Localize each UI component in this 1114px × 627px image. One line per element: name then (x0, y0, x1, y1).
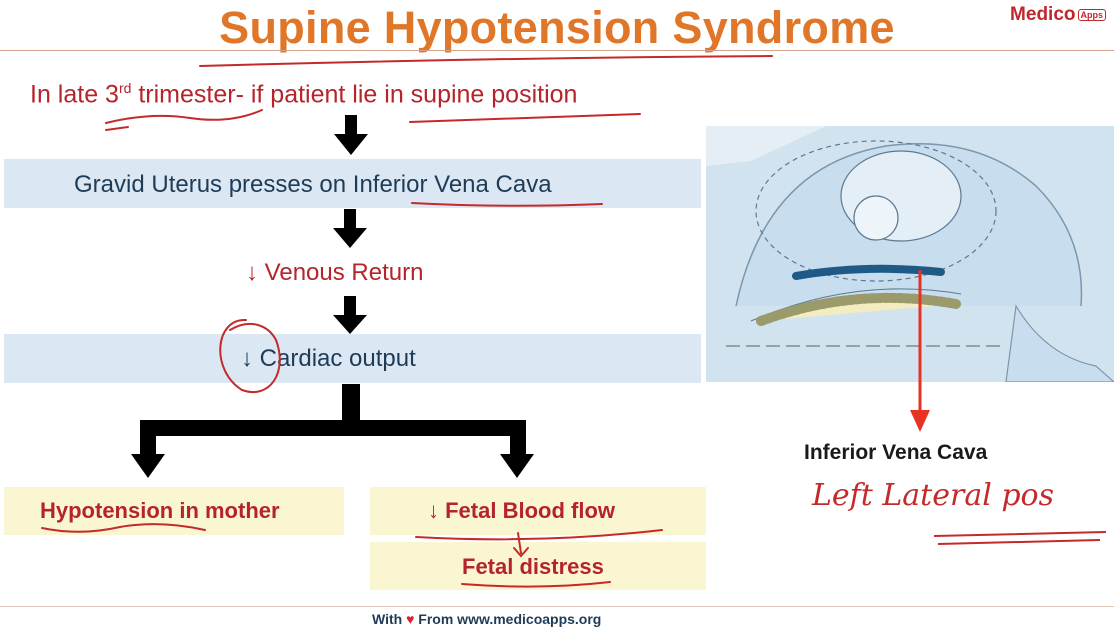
step-cardiac-output: ↓ Cardiac output (241, 345, 416, 373)
fetus-head (853, 195, 899, 241)
footer-url[interactable]: From www.medicoapps.org (418, 611, 602, 627)
down-arrow-icon: ↓ (241, 345, 253, 372)
spine (756, 292, 961, 326)
uterus-outline (755, 140, 997, 282)
logo-text: Medico (1010, 4, 1076, 25)
step-venous-return: ↓ Venous Return (246, 259, 423, 287)
inferior-vena-cava (792, 264, 945, 280)
handwritten-annotations (41, 55, 773, 588)
down-arrow-icon (334, 115, 368, 155)
handwritten-note: Left Lateral pos (812, 478, 1055, 513)
down-arrow-icon (500, 454, 534, 478)
intro-prefix: In late 3 (30, 80, 119, 109)
footer-prefix: With (372, 611, 403, 627)
cardiac-band (4, 334, 701, 383)
page-title: Supine Hypotension Syndrome (219, 2, 895, 53)
logo-badge: Apps (1077, 8, 1106, 21)
supine-pregnancy-illustration (706, 126, 1114, 382)
footer-text: With ♥ From www.medicoapps.org (372, 611, 601, 627)
handwritten-underline (933, 531, 1107, 545)
fetal-distress-text: Fetal distress (462, 554, 604, 579)
outcome-right-2-box (370, 542, 706, 590)
intro-text: In late 3rd trimester- if patient lie in… (30, 80, 577, 109)
outcome-right-box (370, 487, 706, 535)
down-arrow-icon (131, 454, 165, 478)
ivc-pointer-arrow (910, 270, 930, 432)
outcome-left-box (4, 487, 344, 535)
down-arrow-icon: ↓ (246, 259, 258, 286)
branch-connector (131, 384, 534, 478)
heart-icon: ♥ (406, 611, 415, 627)
cardiac-output-label: Cardiac output (253, 345, 416, 372)
ivc-label: Inferior Vena Cava (804, 441, 988, 464)
down-arrow-icon (333, 209, 367, 248)
footer-divider (0, 606, 1114, 607)
down-arrow-icon (333, 296, 367, 334)
step-uterus-text: Gravid Uterus presses on Inferior Vena C… (74, 171, 552, 198)
intro-suffix: trimester- if patient lie in supine posi… (131, 80, 578, 109)
hypotension-text: Hypotension in mother (40, 498, 280, 523)
intro-superscript: rd (118, 80, 132, 96)
venous-return-label: Venous Return (258, 259, 424, 286)
fetal-blood-flow-text: ↓ Fetal Blood flow (428, 498, 615, 523)
uterus-band (4, 159, 701, 208)
header-divider (0, 50, 1114, 51)
